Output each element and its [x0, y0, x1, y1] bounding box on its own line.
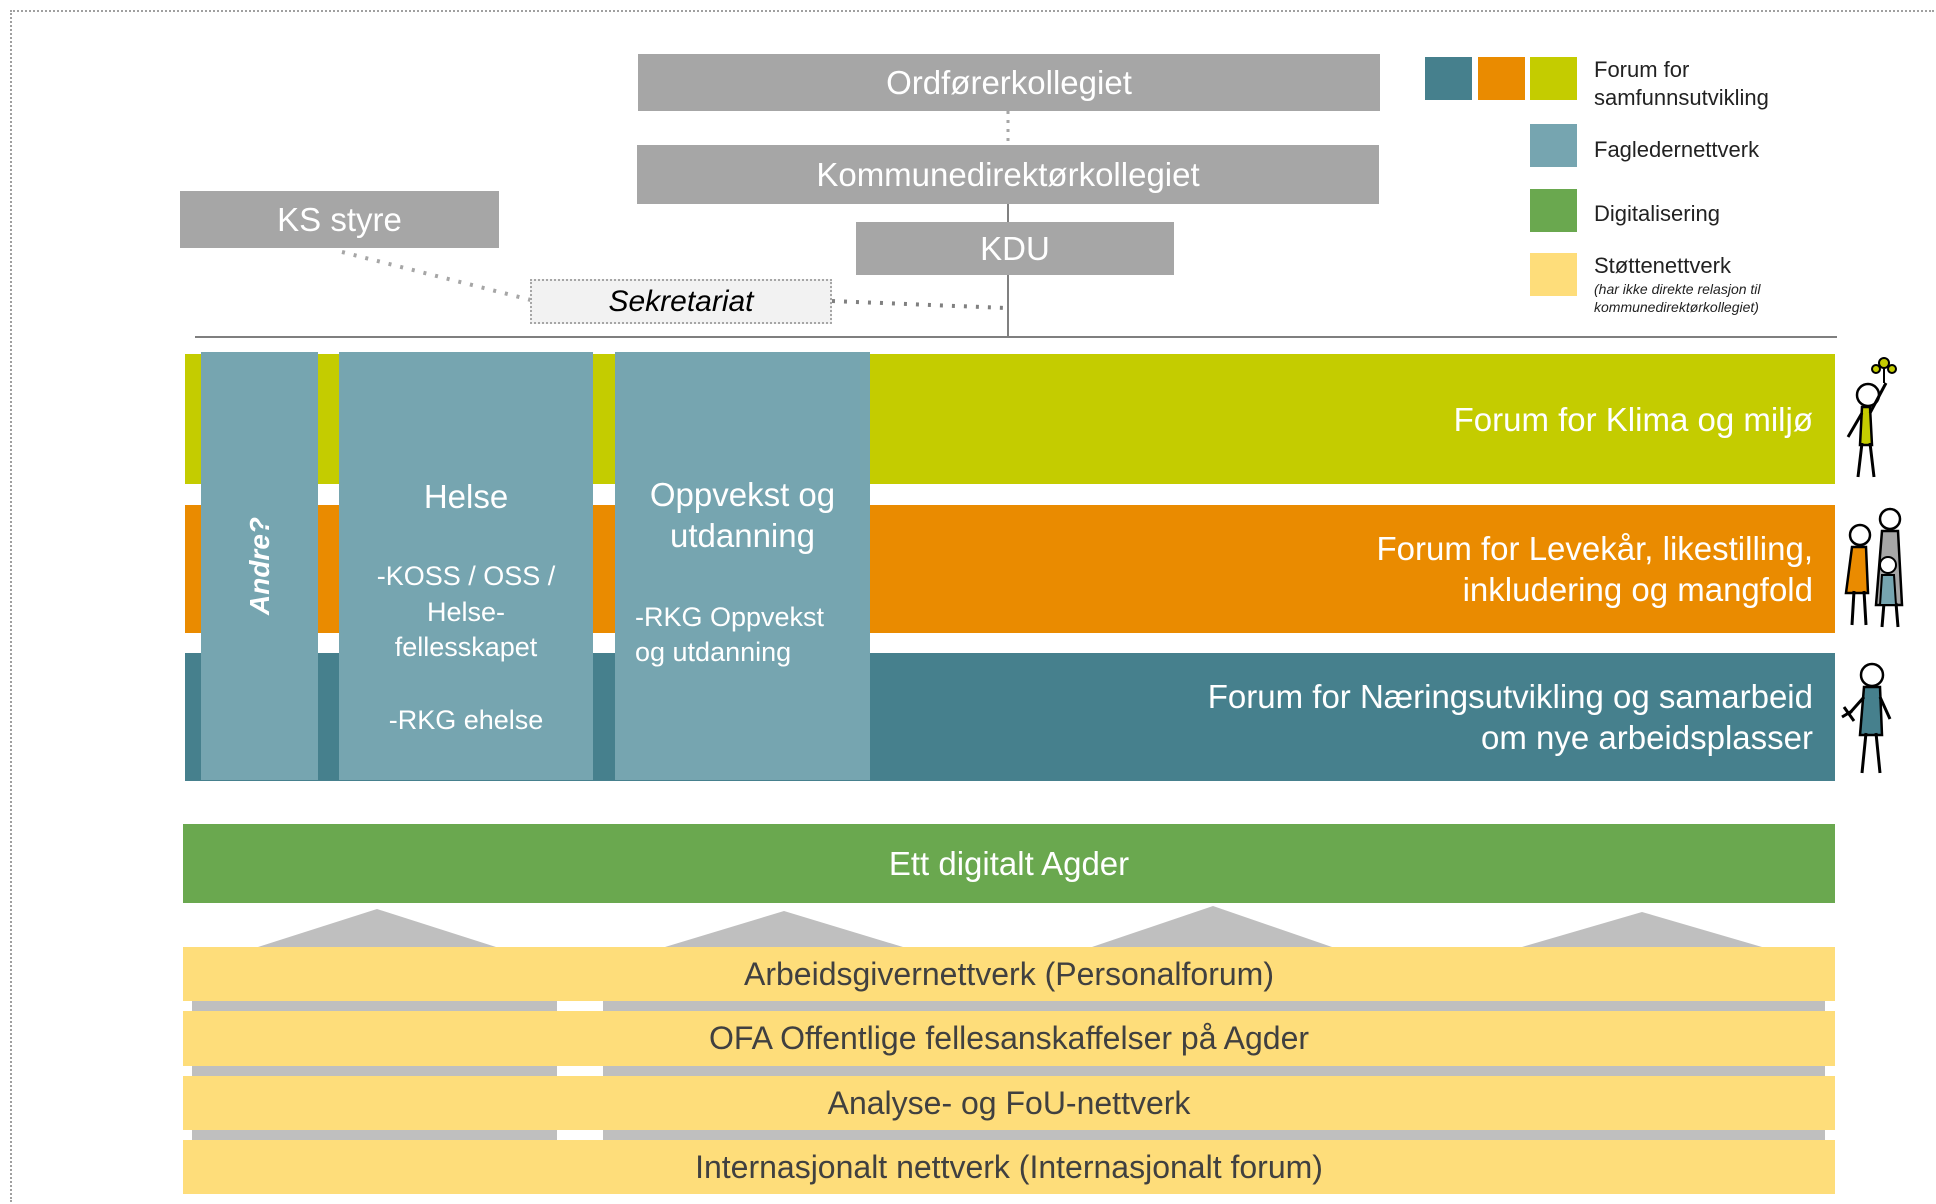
legend-fagleder-label: Fagledernettverk: [1594, 137, 1760, 162]
page-frame: [10, 10, 1934, 1202]
shelf-1b: [603, 1001, 1825, 1011]
legend-swatch-klima: [1530, 57, 1577, 100]
sekretariat-kdu-connector: [831, 299, 1007, 310]
ks-sekretariat-connector: [341, 250, 532, 302]
kommunedirektorkollegiet-box: Kommunedirektørkollegiet: [637, 145, 1379, 204]
column-andre: Andre?: [201, 352, 318, 780]
roof-1: [258, 909, 496, 947]
column-helse: Helse -KOSS / OSS / Helse- fellesskapet …: [339, 352, 593, 780]
shelf-1a: [192, 1001, 557, 1011]
legend-stotte-note-1: (har ikke direkte relasjon til: [1594, 281, 1761, 297]
forum-naering-label-2: om nye arbeidsplasser: [1481, 719, 1813, 756]
legend-swatch-stotte: [1530, 253, 1577, 296]
column-helse-line-4: -RKG ehelse: [388, 705, 544, 735]
column-helse-title: Helse: [423, 478, 509, 515]
forum-naering-label-1: Forum for Næringsutvikling og samarbeid: [1207, 678, 1813, 715]
kdu-box: KDU: [856, 222, 1174, 275]
legend-stotte-label: Støttenettverk: [1594, 253, 1731, 278]
column-helse-line-2: Helse-: [426, 597, 506, 627]
roof-4: [1522, 912, 1762, 947]
legend-forum-label-2: samfunnsutvikling: [1594, 85, 1769, 110]
shelf-3b: [603, 1130, 1825, 1140]
column-oppvekst-title-1: Oppvekst og: [649, 476, 836, 513]
column-oppvekst-line-2: og utdanning: [635, 637, 792, 667]
column-helse-line-3: fellesskapet: [394, 632, 538, 662]
column-oppvekst-title-2: utdanning: [670, 517, 815, 554]
column-helse-line-1: -KOSS / OSS /: [376, 561, 556, 591]
legend-swatch-fagleder: [1530, 124, 1577, 167]
ordforerkollegiet-box: Ordførerkollegiet: [638, 54, 1380, 111]
legend-forum-label-1: Forum for: [1594, 57, 1690, 82]
person-flower-icon: [1846, 357, 1897, 478]
forum-levekar-label-2: inkludering og mangfold: [1462, 571, 1813, 608]
worker-icon: [1841, 662, 1892, 774]
legend-digital-label: Digitalisering: [1594, 201, 1720, 226]
support-analyse: Analyse- og FoU-nettverk: [183, 1076, 1835, 1130]
support-ofa: OFA Offentlige fellesanskaffelser på Agd…: [183, 1011, 1835, 1066]
support-internasjonalt: Internasjonalt nettverk (Internasjonalt …: [183, 1140, 1835, 1194]
legend-swatch-naering: [1425, 57, 1472, 100]
forum-levekar-label-1: Forum for Levekår, likestilling,: [1376, 530, 1814, 567]
legend-swatch-digital: [1530, 189, 1577, 232]
shelf-3a: [192, 1130, 557, 1140]
shelf-2b: [603, 1066, 1825, 1076]
roof-3: [1092, 906, 1332, 947]
roof-2: [665, 911, 903, 947]
column-oppvekst-line-1: -RKG Oppvekst: [635, 602, 825, 632]
ks-styre-box: KS styre: [180, 191, 499, 248]
legend-swatch-levekar: [1478, 57, 1525, 100]
sekretariat-box: Sekretariat: [530, 279, 832, 324]
shelf-2a: [192, 1066, 557, 1076]
legend-stotte-note-2: kommunedirektørkollegiet): [1594, 299, 1759, 315]
digital-agder-band: Ett digitalt Agder: [183, 824, 1835, 903]
family-icon: [1844, 507, 1904, 628]
forum-klima-label: Forum for Klima og miljø: [1453, 400, 1813, 438]
column-oppvekst: Oppvekst og utdanning -RKG Oppvekst og u…: [615, 352, 870, 780]
support-arbeidsgiver: Arbeidsgivernettverk (Personalforum): [183, 947, 1835, 1001]
